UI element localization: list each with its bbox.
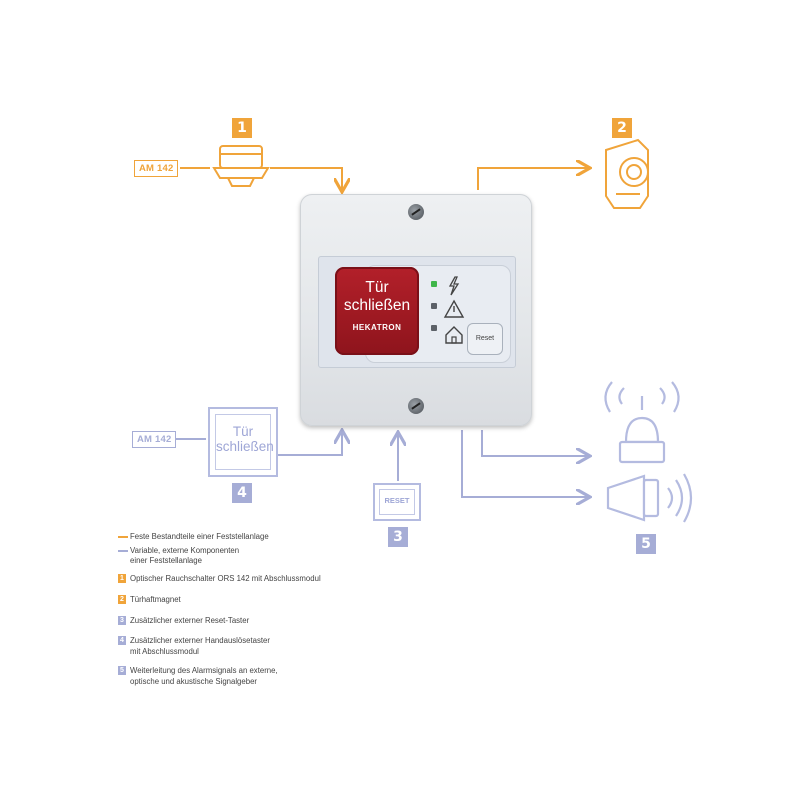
legend-text-1: Optischer Rauchschalter ORS 142 mit Absc… <box>130 574 321 583</box>
legend-variable-text-1: Variable, externe Komponenten <box>130 546 240 555</box>
arrow-device-to-horn <box>461 430 588 497</box>
door-close-label-line1: Tür <box>365 279 389 296</box>
control-unit-device: Tür schließen HEKATRON Reset <box>300 194 532 426</box>
external-door-close-line2: schließen <box>216 439 274 454</box>
am142-input-bottom: AM 142 <box>132 431 177 448</box>
reset-button[interactable]: Reset <box>467 323 503 355</box>
badge-3: 3 <box>388 527 408 547</box>
lightning-icon <box>448 276 460 296</box>
legend-text-4a: Zusätzlicher externer Handauslösetaster <box>130 636 270 645</box>
status-symbols <box>443 276 465 344</box>
legend-text-2: Türhaftmagnet <box>130 595 181 604</box>
brand-label: HEKATRON <box>352 323 402 332</box>
badge-4: 4 <box>232 483 252 503</box>
beacon-icon <box>604 381 680 464</box>
door-close-button[interactable]: Tür schließen HEKATRON <box>335 267 419 355</box>
arrow-detector-to-device <box>270 167 342 190</box>
legend-text-4b: mit Abschlussmodul <box>130 647 199 656</box>
badge-2: 2 <box>612 118 632 138</box>
am142-input-top: AM 142 <box>134 160 179 177</box>
home-icon <box>445 326 463 344</box>
legend-orange-line <box>118 536 128 538</box>
warning-icon <box>443 299 465 318</box>
external-door-close-line1: Tür <box>232 424 254 439</box>
legend-variable-text-2: einer Feststellanlage <box>130 556 202 565</box>
legend-num-5: 5 <box>118 666 126 675</box>
external-door-close-button[interactable]: Tür schließen <box>208 407 278 477</box>
arrow-ext-button-to-device <box>276 432 342 456</box>
external-reset-button[interactable]: RESET <box>373 483 421 521</box>
legend-num-3: 3 <box>118 616 126 625</box>
screw-top-icon <box>408 204 424 220</box>
led-warning <box>431 303 437 309</box>
external-reset-label: RESET <box>379 489 415 515</box>
legend-text-5a: Weiterleitung des Alarmsignals an extern… <box>130 666 278 675</box>
badge-5: 5 <box>636 534 656 554</box>
legend-blue-line <box>118 550 128 552</box>
legend-num-1: 1 <box>118 574 126 583</box>
badge-1: 1 <box>232 118 252 138</box>
door-magnet-icon <box>605 138 649 209</box>
legend-text-3: Zusätzlicher externer Reset-Taster <box>130 616 250 625</box>
screw-bottom-icon <box>408 398 424 414</box>
led-green <box>431 281 437 287</box>
led-home <box>431 325 437 331</box>
smoke-detector-icon <box>212 145 270 187</box>
device-panel: Tür schließen HEKATRON Reset <box>318 256 516 368</box>
arrow-device-to-magnet <box>477 168 588 190</box>
legend-fixed-text: Feste Bestandteile einer Feststellanlage <box>130 532 269 541</box>
arrow-device-to-beacon <box>481 430 588 456</box>
external-door-close-inner: Tür schließen <box>215 414 274 470</box>
legend-num-4: 4 <box>118 636 126 645</box>
horn-icon <box>606 473 693 523</box>
legend-text-5b: optische und akustische Signalgeber <box>130 677 258 686</box>
door-close-label-line2: schließen <box>343 297 411 314</box>
legend-num-2: 2 <box>118 595 126 604</box>
